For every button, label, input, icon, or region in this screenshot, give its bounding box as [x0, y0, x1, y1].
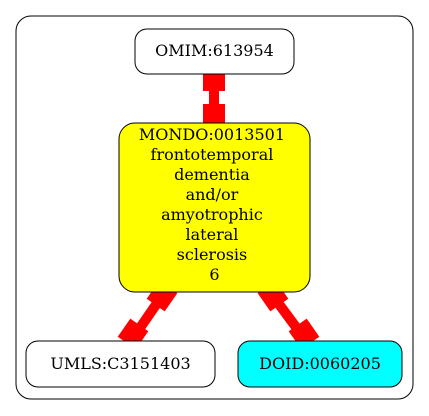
- node-mondo-line: sclerosis: [177, 245, 248, 264]
- node-omim-box: [134, 28, 295, 75]
- node-mondo-line: dementia: [174, 165, 250, 184]
- node-mondo-line: and/or: [186, 185, 239, 204]
- node-doid-label: DOID:0060205: [259, 354, 381, 373]
- node-umls-label: UMLS:C3151403: [50, 354, 190, 373]
- node-omim-label: OMIM:613954: [155, 41, 274, 60]
- node-umls[interactable]: UMLS:C3151403: [25, 340, 216, 388]
- node-umls-box: [25, 340, 216, 388]
- node-mondo[interactable]: MONDO:0013501 frontotemporal dementia an…: [118, 122, 311, 293]
- node-mondo-line: lateral: [186, 225, 239, 244]
- node-mondo-label: MONDO:0013501 frontotemporal dementia an…: [139, 125, 290, 284]
- node-omim[interactable]: OMIM:613954: [134, 28, 295, 75]
- node-doid-box: [237, 340, 403, 388]
- node-doid[interactable]: DOID:0060205: [237, 340, 403, 388]
- node-mondo-line: frontotemporal: [151, 145, 274, 164]
- node-mondo-line: amyotrophic: [161, 205, 263, 224]
- node-mondo-box: [118, 122, 311, 293]
- node-mondo-line: MONDO:0013501: [139, 125, 285, 144]
- edge-head-bottom: [203, 104, 225, 126]
- node-mondo-line: 6: [209, 265, 219, 284]
